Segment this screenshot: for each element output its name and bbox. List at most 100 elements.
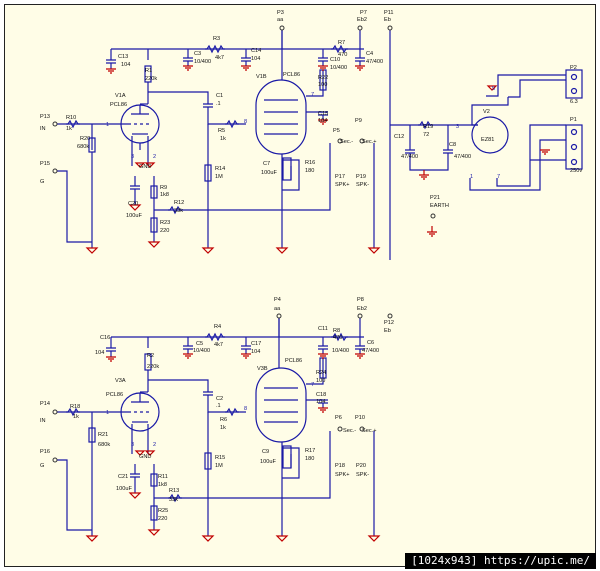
component-label: P11 [384,10,394,16]
component-label: C17 [251,341,261,347]
component-label: 1k [66,126,72,132]
component-label: P13 [40,114,50,120]
component-label: 250v [570,168,582,174]
drawing-frame [4,4,596,567]
pin-number: 5 [492,86,495,92]
pin-number: 7 [311,382,314,388]
component-label: C21 [118,474,128,480]
component-label: 100uF [116,486,132,492]
component-label: R1 [145,68,152,74]
component-label: R15 [215,455,225,461]
pin-number: 7 [311,92,314,98]
pin-number: 2 [153,442,156,448]
component-label: 100 [316,378,325,384]
component-label: P5 [333,128,340,134]
component-label: 1k [73,414,79,420]
component-label: R7 [338,40,345,46]
component-label: 220k [145,76,157,82]
component-label: 100 [318,82,327,88]
pin-number: 3 [131,154,134,160]
component-label: R13 [169,488,179,494]
component-label: R21 [98,432,108,438]
component-label: .1 [216,403,221,409]
watermark: [1024x943] https://upic.me/ [405,553,596,569]
component-label: 1k8 [160,192,169,198]
component-label: Sec.- [343,428,356,434]
bottom-channel-wiring [57,318,375,536]
component-label: PCL86 [283,72,300,78]
component-label: Eb [384,328,391,334]
pin-number: 3 [456,124,459,130]
component-label: aa [277,17,284,23]
component-label: Eb [384,17,391,23]
component-label: 470 [333,335,342,341]
component-label: aa [274,306,281,312]
connectors [52,25,436,463]
component-label: Sec.+ [362,428,376,434]
component-label: R4 [214,324,221,330]
component-label: P8 [357,297,364,303]
component-label: 47/400 [362,348,379,354]
component-label: C14 [251,48,261,54]
component-label: 220k [147,364,159,370]
component-label: 104 [251,349,260,355]
component-label: P4 [274,297,281,303]
pin-number: 1 [106,410,109,416]
component-label: P3 [277,10,284,16]
component-label: V3B [257,366,268,372]
component-label: EARTH [430,203,449,209]
component-label: SPK- [356,182,369,188]
component-label: R6 [220,417,227,423]
top-channel-labels: P3aaP7Eb2P11EbC13104R1220kR34k7C310/400C… [40,10,582,234]
component-label: 47/400 [401,154,418,160]
pin-number: 1 [106,122,109,128]
component-label: C7 [263,161,270,167]
component-label: C20 [128,201,138,207]
component-label: P9 [355,118,362,124]
component-label: R24 [316,370,326,376]
component-label: C2 [216,396,223,402]
component-label: R25 [158,508,168,514]
component-label: R14 [215,166,225,172]
component-label: R3 [213,36,220,42]
component-label: Eb2 [357,306,367,312]
component-label: P6 [335,415,342,421]
component-label: IN [40,126,46,132]
component-label: P21 [430,195,440,201]
component-label: 680k [98,442,110,448]
component-label: 4k7 [215,55,224,61]
component-label: 10/400 [332,348,349,354]
component-label: P2 [570,65,577,71]
component-label: 180 [305,168,314,174]
component-label: R5 [218,128,225,134]
component-label: C1 [216,93,223,99]
component-label: GND [139,164,151,170]
component-label: IN [40,418,46,424]
component-label: P19 [356,174,366,180]
component-label: V2 [483,109,490,115]
component-label: V1A [115,93,126,99]
component-label: C10 [330,57,340,63]
pin-number: 3 [131,442,134,448]
component-label: P16 [40,449,50,455]
component-label: G [40,179,44,185]
component-label: 33k [169,497,178,503]
component-label: R11 [158,474,168,480]
component-label: SPK+ [335,182,349,188]
component-label: P1 [570,117,577,123]
pin-number: 8 [244,406,247,412]
component-label: C13 [118,54,128,60]
component-label: R2 [147,353,154,359]
component-label: 72 [423,132,429,138]
component-label: 104 [121,62,130,68]
component-label: R10 [66,115,76,121]
component-label: 47/400 [454,154,471,160]
component-label: P18 [335,463,345,469]
component-label: 1k8 [158,482,167,488]
component-label: P17 [335,174,345,180]
component-label: PCL86 [106,392,123,398]
component-label: G [40,463,44,469]
component-label: 1M [215,463,223,469]
